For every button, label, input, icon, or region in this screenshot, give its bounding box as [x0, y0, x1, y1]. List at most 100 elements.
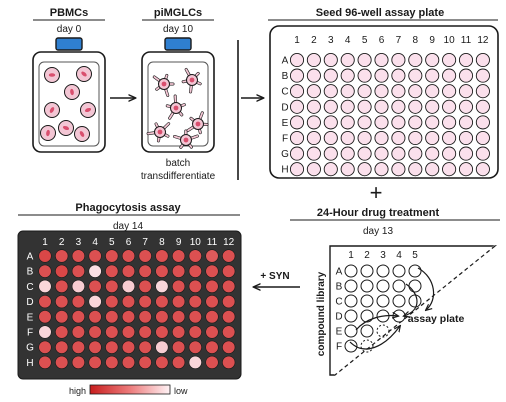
phago-well [38, 340, 52, 354]
seed-well [458, 130, 474, 146]
library-well [344, 294, 358, 308]
seed-well [340, 68, 355, 83]
seed-well [374, 115, 389, 130]
phago-well [172, 295, 186, 309]
library-row-label: D [335, 312, 342, 323]
seed-well [391, 162, 406, 177]
seed-well [391, 52, 406, 68]
phago-well [88, 355, 102, 370]
pbmc-cell [80, 102, 96, 118]
phago-col-label: 7 [142, 237, 148, 248]
seed-well [442, 162, 457, 177]
seed-well [475, 130, 490, 146]
seed-well [442, 130, 457, 146]
syn-label: + SYN [260, 271, 289, 282]
phago-well [55, 264, 69, 278]
seed-well [391, 84, 406, 99]
library-well [360, 264, 374, 278]
assay-plate-label: assay plate [408, 313, 465, 325]
seed-well [425, 115, 440, 130]
phago-well [138, 249, 152, 263]
pbmc-flask-inner [38, 61, 100, 147]
seed-well [458, 52, 474, 68]
phago-well [38, 279, 52, 294]
phago-well [222, 355, 236, 370]
seed-well [357, 99, 372, 114]
phago-well [138, 340, 152, 354]
library-well [408, 279, 422, 293]
phago-well [205, 325, 219, 339]
seed-well [425, 52, 440, 68]
seed-well [323, 84, 338, 99]
phago-well [38, 295, 52, 309]
seed-well [475, 99, 490, 114]
library-row-label: F [336, 342, 342, 353]
seed-well [357, 130, 372, 146]
seed-well [391, 115, 406, 130]
phago-well [88, 279, 102, 294]
phago-well [105, 249, 119, 263]
phago-well [55, 340, 69, 354]
phago-well [222, 340, 236, 354]
pbmc-title: PBMCs [50, 7, 89, 19]
phago-well [105, 325, 119, 339]
seed-well [442, 52, 457, 68]
pbmc-day: day 0 [57, 24, 82, 35]
seed-well [306, 52, 321, 68]
phago-well [155, 295, 169, 309]
seed-well [408, 130, 423, 146]
phago-well [172, 310, 186, 324]
seed-row-label: G [281, 149, 289, 160]
pbmc-cell [74, 126, 90, 142]
seed-col-label: 3 [328, 35, 334, 46]
seed-well [340, 130, 355, 146]
phago-well [172, 249, 186, 263]
phago-well [71, 249, 85, 263]
phago-well [105, 295, 119, 309]
seed-col-label: 11 [461, 35, 472, 46]
drug-title: 24-Hour drug treatment [317, 207, 440, 219]
microglia-cell [181, 68, 202, 94]
phago-title: Phagocytosis assay [75, 202, 181, 214]
library-col-label: 1 [348, 250, 354, 261]
phago-well [155, 355, 169, 370]
phago-well [172, 355, 186, 370]
phago-well [55, 249, 69, 263]
phago-well [172, 325, 186, 339]
library-well-partial [376, 324, 390, 338]
phago-well [38, 310, 52, 324]
library-well [344, 279, 358, 293]
phago-col-label: 10 [190, 237, 202, 248]
phago-well [222, 249, 236, 263]
phago-well [55, 279, 69, 294]
seed-well [442, 84, 457, 99]
seed-well [408, 162, 423, 177]
phago-well [55, 325, 69, 339]
seed-row-label: A [282, 56, 289, 67]
seed-well [374, 52, 389, 68]
seed-well [323, 146, 338, 161]
phago-well [138, 295, 152, 309]
phago-row-label: G [26, 343, 34, 354]
phago-well [71, 340, 85, 354]
phago-well [205, 249, 219, 263]
seed-well [442, 99, 457, 114]
library-col-label: 4 [396, 250, 402, 261]
phago-day: day 14 [113, 221, 143, 232]
pbmc-flask [32, 37, 106, 153]
phago-well [172, 264, 186, 278]
seed-well [458, 115, 474, 130]
seed-col-label: 9 [429, 35, 435, 46]
seed-well [475, 115, 490, 130]
phago-col-label: 5 [109, 237, 115, 248]
phago-well [205, 295, 219, 309]
plus-sign: + [370, 180, 383, 205]
seed-well [475, 68, 490, 83]
library-well [360, 324, 374, 338]
seed-col-label: 10 [444, 35, 456, 46]
pbmc-cell [44, 102, 60, 118]
phago-well [88, 295, 102, 309]
phago-well [188, 340, 202, 354]
seed-well [391, 130, 406, 146]
